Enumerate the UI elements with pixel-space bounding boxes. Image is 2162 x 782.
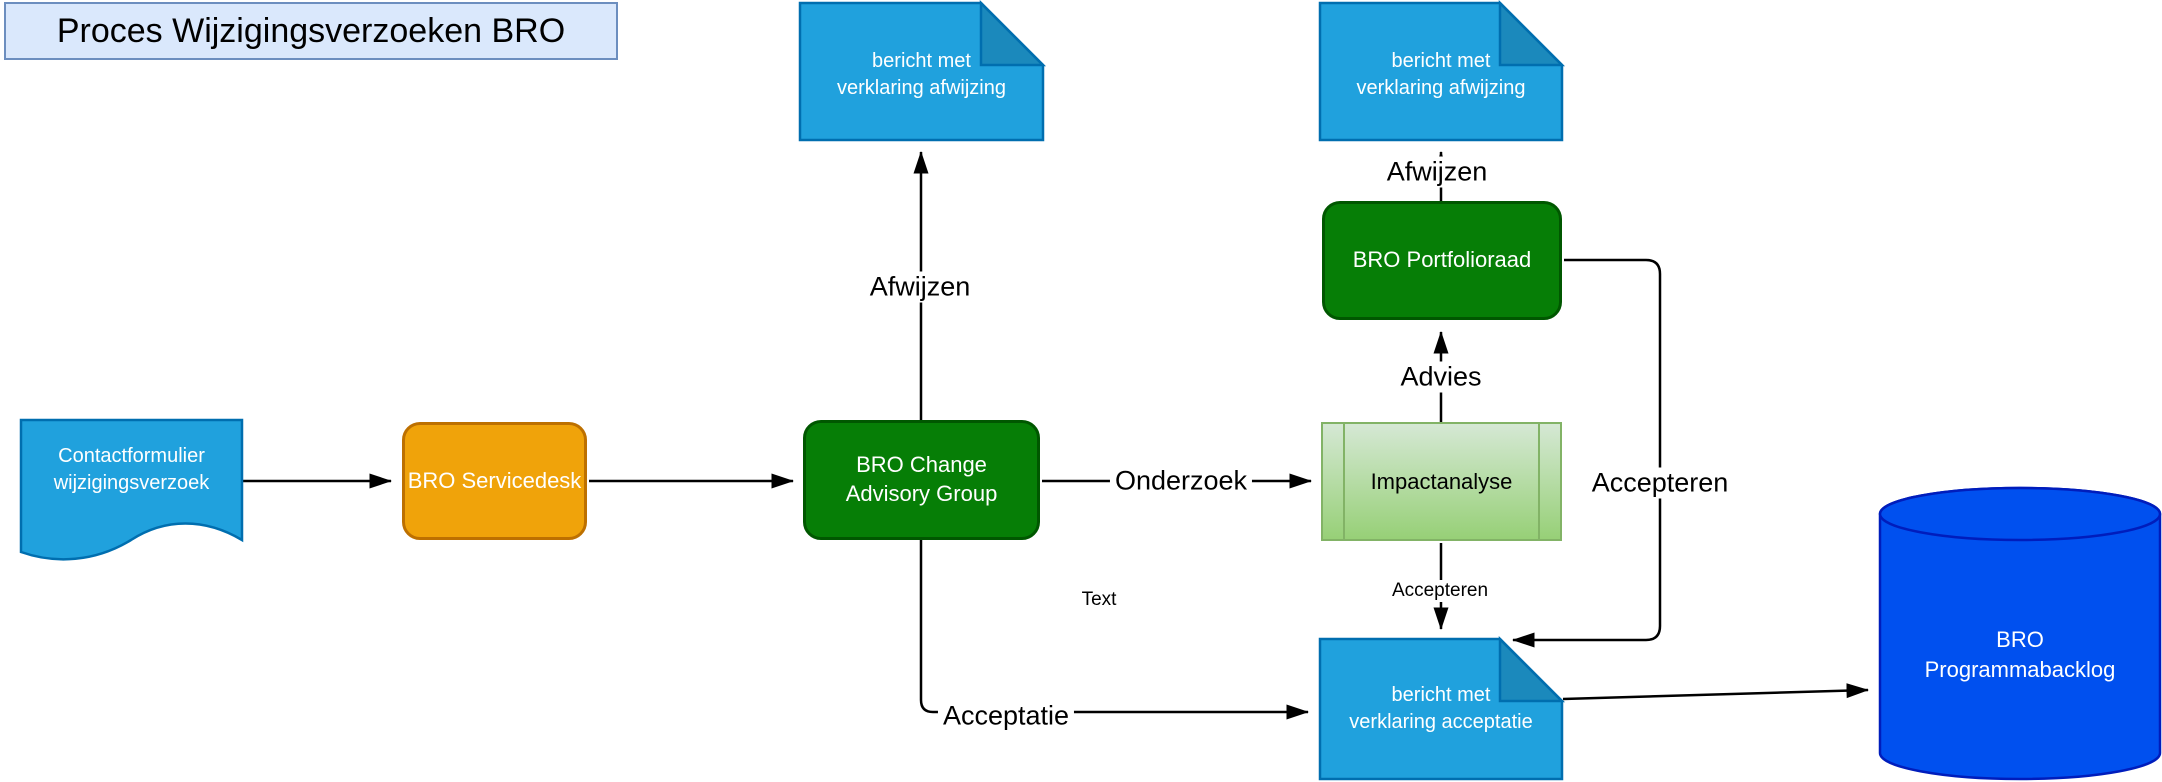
node-change-advisory-group: BRO Change Advisory Group [803,420,1040,540]
edge-label-accepteren-small: Accepteren [1386,580,1494,602]
node-servicedesk: BRO Servicedesk [402,422,587,540]
note-rejection-left-shape [798,0,1047,142]
edge-label-free-text: Text [1076,589,1122,611]
edge-note-to-backlog [1562,683,1869,701]
edge-label-acceptatie: Acceptatie [937,700,1075,732]
edge-accepteren-loop [1512,258,1662,648]
note-acceptance-shape [1318,635,1566,781]
node-portfolioraad: BRO Portfolioraad [1322,201,1562,320]
edge-acceptatie [919,540,1309,720]
node-impactanalyse: Impactanalyse [1321,422,1562,541]
edge-label-afwijzen-left: Afwijzen [864,271,976,303]
note-rejection-right-shape [1318,0,1566,142]
database-backlog-shape [1878,486,2162,781]
edge-label-advies: Advies [1395,361,1487,393]
edge-label-accepteren-loop: Accepteren [1586,467,1734,499]
edge-label-onderzoek: Onderzoek [1109,465,1253,497]
diagram-title: Proces Wijzigingsverzoeken BRO [4,2,618,60]
edge-label-afwijzen-right: Afwijzen [1381,156,1493,188]
document-contactform-shape [19,418,244,561]
